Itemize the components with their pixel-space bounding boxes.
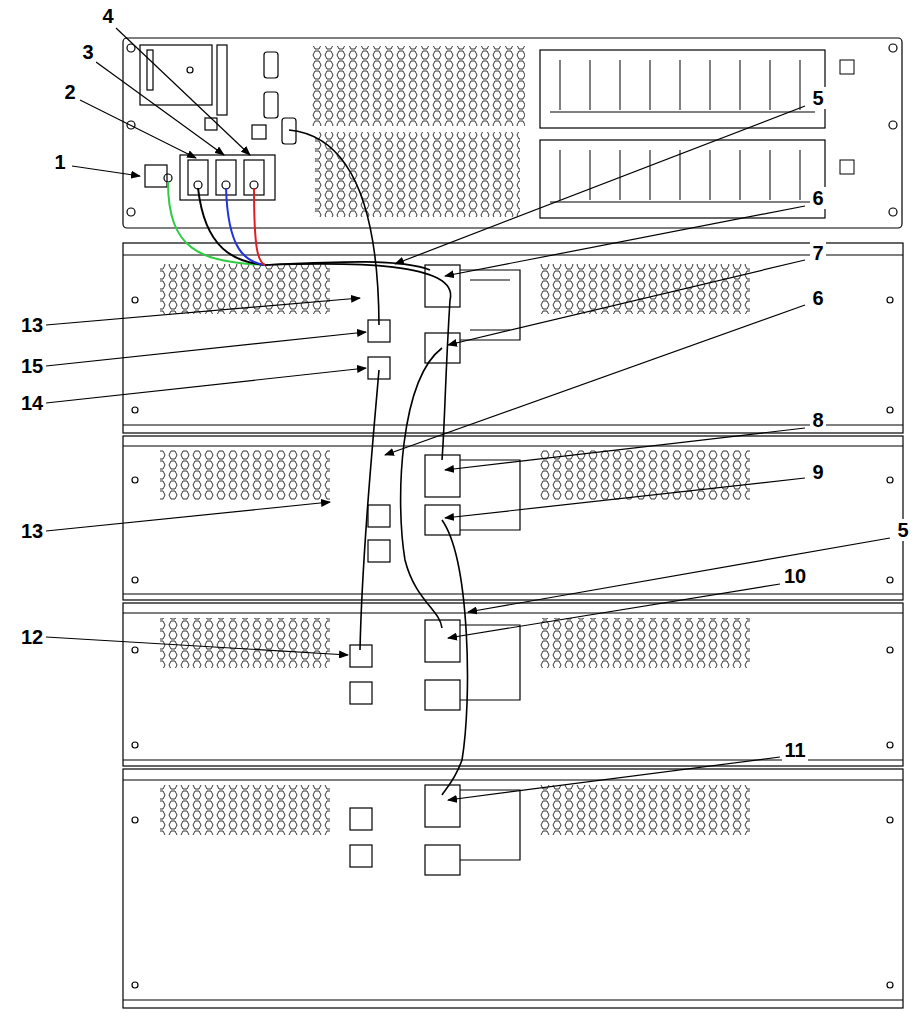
callout-number: 6 bbox=[810, 187, 825, 209]
callout-number: 13 bbox=[19, 314, 45, 336]
callout-number: 2 bbox=[62, 81, 77, 103]
callout-number: 10 bbox=[782, 565, 808, 587]
callout-number: 15 bbox=[19, 355, 45, 377]
callout-number: 4 bbox=[100, 5, 115, 27]
callout-number: 8 bbox=[810, 409, 825, 431]
callout-number: 14 bbox=[19, 392, 45, 414]
callout-number: 6 bbox=[810, 287, 825, 309]
callout-number: 3 bbox=[80, 41, 95, 63]
callout-number: 13 bbox=[19, 520, 45, 542]
callout-number: 5 bbox=[895, 519, 910, 541]
callout-number: 7 bbox=[810, 242, 825, 264]
callout-number: 1 bbox=[52, 151, 67, 173]
callout-number: 11 bbox=[782, 739, 807, 761]
callout-number: 9 bbox=[810, 461, 825, 483]
callout-number: 5 bbox=[810, 87, 825, 109]
callout-number: 12 bbox=[19, 626, 45, 648]
